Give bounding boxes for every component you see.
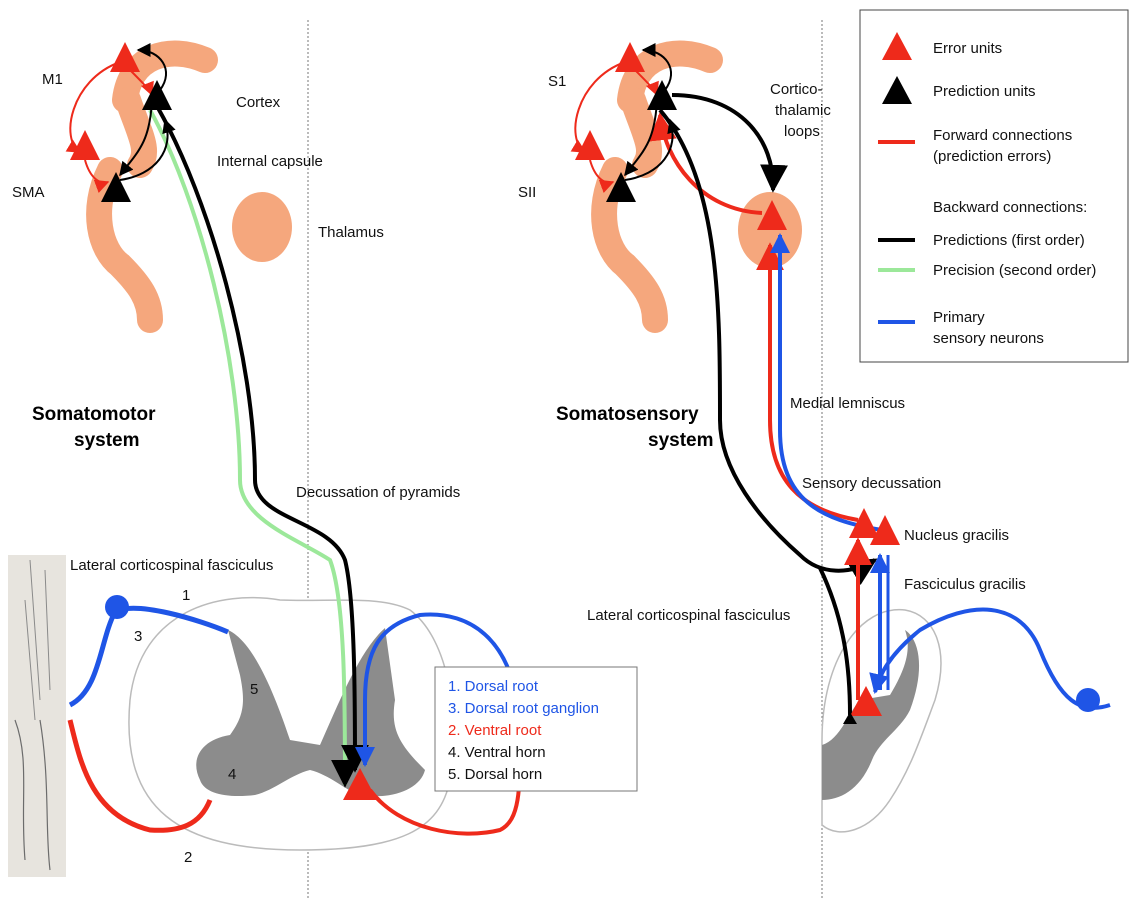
label-decussation-pyramids: Decussation of pyramids [296, 484, 460, 501]
legend-backward-header: Backward connections: [933, 199, 1087, 216]
legend-forward-2: (prediction errors) [933, 148, 1051, 165]
anatomy-key: 1. Dorsal root 3. Dorsal root ganglion 2… [435, 667, 637, 791]
label-num-4: 4 [228, 766, 236, 783]
label-cortico: Cortico- [770, 81, 823, 98]
label-medial-lemniscus: Medial lemniscus [790, 395, 905, 412]
label-somatosensory-line2: system [648, 430, 714, 451]
legend-sensory-2: sensory neurons [933, 330, 1044, 347]
key-dorsal-root: 1. Dorsal root [448, 678, 539, 695]
label-sensory-decussation: Sensory decussation [802, 475, 941, 492]
label-cortex: Cortex [236, 94, 281, 111]
key-dorsal-horn: 5. Dorsal horn [448, 766, 542, 783]
label-lcf-left: Lateral corticospinal fasciculus [70, 557, 273, 574]
spinal-cord-left [129, 598, 454, 850]
label-somatomotor-line2: system [74, 430, 140, 451]
legend-precision: Precision (second order) [933, 262, 1096, 279]
dorsal-root-ganglion-right [1076, 688, 1100, 712]
key-ventral-root: 2. Ventral root [448, 722, 542, 739]
key-dorsal-root-ganglion: 3. Dorsal root ganglion [448, 700, 599, 717]
label-lcf-right: Lateral corticospinal fasciculus [587, 607, 790, 624]
legend-sensory-1: Primary [933, 309, 985, 326]
label-thalamic: thalamic [775, 102, 831, 119]
label-s1: S1 [548, 73, 566, 90]
label-thalamus: Thalamus [318, 224, 384, 241]
label-sii: SII [518, 184, 536, 201]
descending-prediction-right [660, 110, 875, 571]
label-num-2: 2 [184, 849, 192, 866]
label-somatosensory-line1: Somatosensory [556, 404, 699, 425]
label-sma: SMA [12, 184, 45, 201]
key-ventral-horn: 4. Ventral horn [448, 744, 546, 761]
label-num-1: 1 [182, 587, 190, 604]
label-nucleus-gracilis: Nucleus gracilis [904, 527, 1009, 544]
dorsal-root-ganglion [105, 595, 129, 619]
arm-sketch [8, 555, 66, 877]
label-m1: M1 [42, 71, 63, 88]
label-fasciculus-gracilis: Fasciculus gracilis [904, 576, 1026, 593]
label-num-3: 3 [134, 628, 142, 645]
label-loops: loops [784, 123, 820, 140]
legend-forward-1: Forward connections [933, 127, 1072, 144]
legend-predictions: Predictions (first order) [933, 232, 1085, 249]
legend: Error units Prediction units Forward con… [860, 10, 1128, 362]
thalamus-left [232, 192, 292, 262]
label-internal-capsule: Internal capsule [217, 153, 323, 170]
prediction-unit-m1 [142, 80, 172, 110]
label-somatomotor-line1: Somatomotor [32, 404, 156, 425]
label-num-5: 5 [250, 681, 258, 698]
legend-prediction-units: Prediction units [933, 83, 1036, 100]
legend-error-units: Error units [933, 40, 1002, 57]
